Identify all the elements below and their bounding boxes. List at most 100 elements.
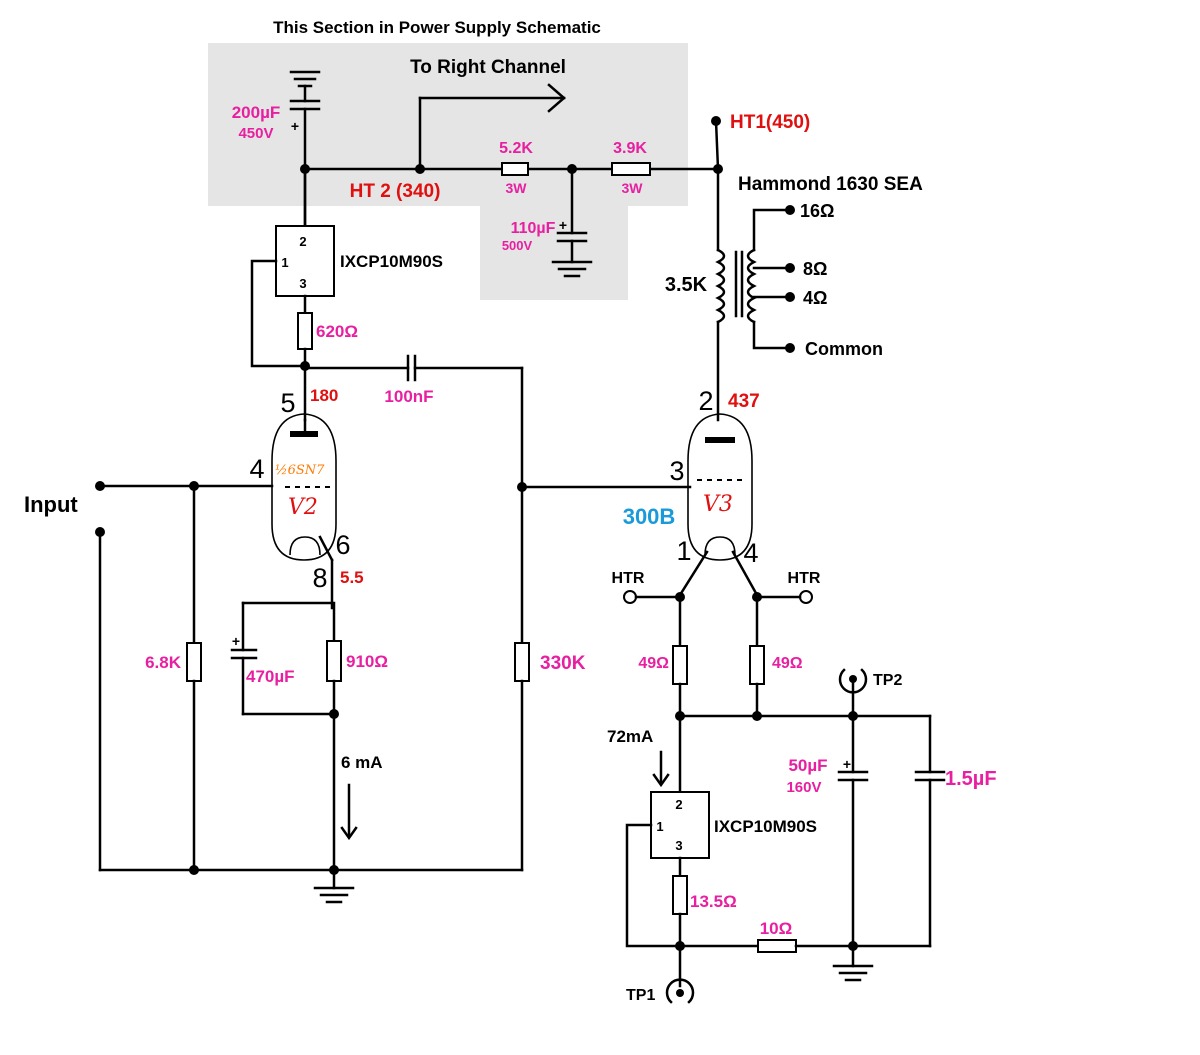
ground-symbol-top <box>289 70 321 103</box>
v2-plate-voltage: 180 <box>310 386 338 405</box>
reg2-pin2: 2 <box>675 797 682 812</box>
reg1-pin2: 2 <box>299 234 306 249</box>
node-filament-right <box>752 711 762 721</box>
v2-pin-k2: 8 <box>312 563 327 593</box>
c200-value: 200µF <box>232 103 281 122</box>
tap-8-label: 8Ω <box>803 259 827 279</box>
input-label: Input <box>24 492 78 517</box>
primary-impedance: 3.5K <box>665 274 708 296</box>
c50-voltage: 160V <box>786 779 821 796</box>
node-right-channel <box>415 164 425 174</box>
resistor-620 <box>297 312 313 350</box>
resistor-330k <box>514 642 530 682</box>
resistor-49-right <box>749 645 765 685</box>
tap-common-terminal[interactable] <box>785 343 795 353</box>
v3-pin-grid: 3 <box>669 456 684 486</box>
tp2-ring[interactable] <box>838 668 868 694</box>
node-driver-plate <box>300 361 310 371</box>
current-arrow-driver <box>340 783 358 841</box>
c50-value: 50µF <box>788 756 827 775</box>
c50-plus: + <box>843 756 851 772</box>
ground-symbol-main <box>313 868 355 904</box>
r135-label: 13.5Ω <box>690 892 737 911</box>
c110-plus: + <box>559 217 567 233</box>
tap-4-label: 4Ω <box>803 288 827 308</box>
resistor-3-9k <box>611 162 651 176</box>
r910-label: 910Ω <box>346 652 388 671</box>
reg1-pin1: 1 <box>281 255 288 270</box>
tap-16-terminal[interactable] <box>785 205 795 215</box>
v2-cathode-voltage: 5.5 <box>340 568 364 587</box>
v3-pin-f2: 4 <box>743 538 758 568</box>
htr-right-terminal[interactable] <box>799 590 813 604</box>
ht2-label: HT 2 (340) <box>350 181 441 202</box>
r68-label: 6.8K <box>145 653 182 672</box>
output-current: 72mA <box>607 727 653 746</box>
capacitor-110uf <box>556 167 588 264</box>
c200-plus: + <box>291 118 299 134</box>
tp2-label: TP2 <box>873 672 902 689</box>
node-cathode-bottom <box>329 709 339 719</box>
c470-label: 470µF <box>246 667 295 686</box>
c15-label: 1.5µF <box>945 768 997 790</box>
v3-tube-type: 300B <box>623 504 676 529</box>
tap-8-terminal[interactable] <box>785 263 795 273</box>
c110-value: 110µF <box>511 220 556 237</box>
r39-power: 3W <box>622 180 644 196</box>
tap-common-label: Common <box>805 339 883 359</box>
reg1-label: IXCP10M90S <box>340 252 443 271</box>
htr-left-label: HTR <box>612 570 645 587</box>
section-note: This Section in Power Supply Schematic <box>273 18 601 37</box>
node-filament-left <box>675 711 685 721</box>
v3-pin-plate: 2 <box>698 386 713 416</box>
v2-name: V2 <box>288 495 318 520</box>
driver-current: 6 mA <box>341 753 383 772</box>
to-right-channel-label: To Right Channel <box>410 57 566 78</box>
resistor-5-2k <box>501 162 529 176</box>
r620-label: 620Ω <box>316 322 358 341</box>
tap-4-terminal[interactable] <box>785 292 795 302</box>
transformer-hammond-1630sea <box>715 248 757 324</box>
resistor-10 <box>757 939 797 953</box>
ground-symbol-output <box>832 944 874 982</box>
r10-label: 10Ω <box>760 919 793 938</box>
v2-pin-k1: 6 <box>335 530 350 560</box>
to-right-channel-arrow <box>418 83 566 171</box>
regulator-ixcp10m90s-output <box>650 791 710 859</box>
resistor-13-5 <box>672 875 688 915</box>
r52-value: 5.2K <box>499 140 533 157</box>
c100nf-label: 100nF <box>384 387 433 406</box>
v2-tube-type: ½6SN7 <box>275 463 325 478</box>
power-supply-shade-bottom <box>480 200 628 300</box>
c110-voltage: 500V <box>502 238 533 253</box>
transformer-label: Hammond 1630 SEA <box>738 174 923 195</box>
r39-value: 3.9K <box>613 140 647 157</box>
htr-right-label: HTR <box>788 570 821 587</box>
tp1-ring[interactable] <box>665 978 695 1004</box>
c200-voltage: 450V <box>238 125 273 142</box>
r49-right-label: 49Ω <box>772 655 803 672</box>
reg2-label: IXCP10M90S <box>714 817 817 836</box>
v3-pin-f1: 1 <box>676 536 691 566</box>
ht1-label: HT1(450) <box>730 112 810 133</box>
resistor-6-8k <box>186 642 202 682</box>
tp1-label: TP1 <box>626 987 655 1004</box>
current-arrow-output <box>652 750 670 788</box>
tap-16-label: 16Ω <box>800 201 834 221</box>
ground-symbol-110uf <box>551 260 593 278</box>
r330-label: 330K <box>540 653 586 674</box>
r52-power: 3W <box>506 180 528 196</box>
v3-plate-voltage: 437 <box>728 391 760 412</box>
tube-v2 <box>271 413 337 610</box>
reg2-pin3: 3 <box>675 838 682 853</box>
resistor-49-left <box>672 645 688 685</box>
power-supply-shade-top <box>208 43 688 206</box>
resistor-910 <box>326 640 342 682</box>
reg1-pin3: 3 <box>299 276 306 291</box>
r49-left-label: 49Ω <box>638 655 669 672</box>
reg2-pin1: 1 <box>656 819 663 834</box>
tp2-pin <box>849 675 857 683</box>
htr-left-terminal[interactable] <box>623 590 637 604</box>
v3-name: V3 <box>703 492 733 517</box>
